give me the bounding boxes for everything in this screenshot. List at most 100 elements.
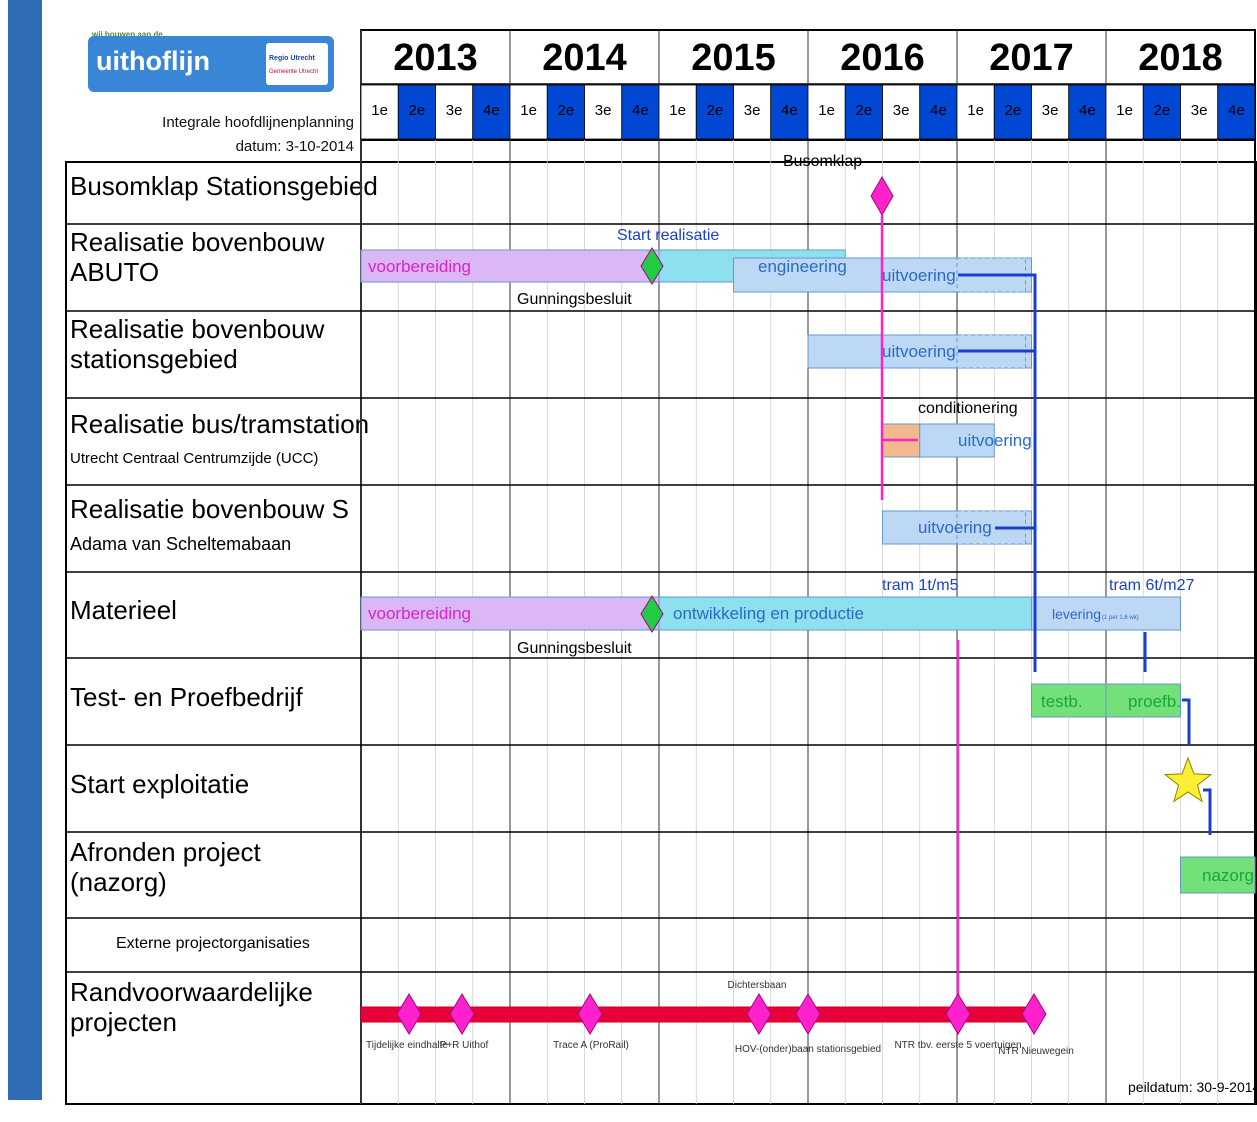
gantt-bar (1180, 856, 1256, 894)
row-label-test: Test- en Proefbedrijf (70, 682, 303, 712)
milestone-hov (795, 993, 821, 1035)
bar-label-voorbereiding: voorbereiding (368, 604, 471, 623)
milestone-label-gunningsbesluit: Gunningsbesluit (517, 640, 632, 657)
logo-name: uithoflijn (96, 46, 210, 76)
quarter-label: 4e (483, 102, 500, 119)
quarter-label: 3e (595, 102, 612, 119)
quarter-cell (546, 84, 585, 140)
label-ntr-eerste: NTR tbv. eerste 5 voertuigen (894, 1040, 1021, 1051)
milestone-label-gunningsbesluit: Gunningsbesluit (517, 291, 632, 308)
quarter-label: 2e (1005, 102, 1022, 119)
connector-abuto (958, 273, 1037, 672)
gantt-bar (1105, 683, 1181, 718)
quarter-cell (1068, 84, 1107, 140)
milestone-ntr-nieuwegein (1021, 993, 1047, 1035)
row-label-exploitatie: Start exploitatie (70, 769, 250, 799)
row-label-stationsgebied: Realisatie bovenbouw stationsgebied (70, 314, 325, 374)
quarter-cell (882, 84, 921, 140)
grid-frame (65, 161, 1257, 1105)
bar-label-proefb: proefb. (1128, 692, 1181, 711)
quarter-cell (435, 84, 474, 140)
bar-label-uitvoering: uitvoering (958, 431, 1032, 450)
milestone-gunningsbesluit (640, 595, 664, 633)
quarter-cell (993, 84, 1032, 140)
quarter-label: 1e (967, 102, 984, 119)
partner-gemeente: Gemeente Utrecht (269, 69, 319, 75)
sidebar-bar (8, 0, 42, 1100)
bar-label-uitvoering: uitvoering (882, 266, 956, 285)
label-tijdelijke-eindhalte: Tijdelijke eindhalte (366, 1040, 448, 1051)
connector-proefb (1182, 698, 1191, 745)
milestone-label-conditionering: conditionering (918, 400, 1018, 417)
milestone-label-start-realisatie: Start realisatie (617, 227, 719, 244)
year-label: 2013 (393, 37, 478, 79)
quarter-cell (584, 84, 623, 140)
quarter-label: 1e (371, 102, 388, 119)
milestone-star (1163, 756, 1213, 803)
quarter-label: 4e (781, 102, 798, 119)
bar-label-uitvoering: uitvoering (882, 342, 956, 361)
date-label: datum: 3-10-2014 (235, 138, 354, 155)
partner-logos: Regio Utrecht Gemeente Utrecht (266, 43, 328, 85)
quarter-cell (658, 84, 697, 140)
milestone-dichtersbaan (746, 993, 772, 1035)
row-sublabel-tramstation: Utrecht Centraal Centrumzijde (UCC) (70, 450, 319, 467)
row-label-randvoorwaardelijk: Randvoorwaardelijke projecten (70, 977, 313, 1037)
row-sublabel-s-baan: Adama van Scheltemabaan (70, 534, 292, 554)
quarter-cell (621, 84, 660, 140)
quarter-label: 1e (818, 102, 835, 119)
logo-tagline: wij bouwen aan de (92, 30, 163, 39)
quarter-label: 1e (520, 102, 537, 119)
bar-label-levering-note: (1 per 1,6 wk) (1102, 615, 1139, 621)
quarter-label: 3e (744, 102, 761, 119)
year-label: 2017 (989, 37, 1074, 79)
label-ntr-nieuwegein: NTR Nieuwegein (998, 1046, 1074, 1057)
gantt-bar (919, 423, 995, 458)
row-label-materieel: Materieel (70, 595, 177, 625)
quarter-cell (1031, 84, 1070, 140)
row-label-externe: Externe projectorganisaties (116, 935, 310, 952)
subtitle: Integrale hoofdlijnenplanning (162, 114, 354, 131)
year-label: 2015 (691, 37, 776, 79)
quarter-cell (472, 84, 511, 140)
bar-label-ontwikkeling: ontwikkeling en productie (673, 604, 864, 623)
bar-label-testb: testb. (1041, 692, 1083, 711)
milestone-label-tram-1-5: tram 1t/m5 (882, 577, 959, 594)
quarter-cell (770, 84, 809, 140)
quarter-label: 1e (669, 102, 686, 119)
quarter-cell (1217, 84, 1256, 140)
row-label-nazorg: Afronden project (nazorg) (70, 837, 261, 897)
gantt-bar (1031, 683, 1107, 718)
gantt-bar (1031, 596, 1181, 631)
milestone-label-busomklap: Busomklap (783, 153, 862, 170)
year-label: 2014 (542, 37, 627, 79)
quarter-label: 3e (1191, 102, 1208, 119)
bar-label-nazorg: nazorg (1202, 866, 1254, 885)
quarter-label: 2e (707, 102, 724, 119)
quarter-label: 4e (1228, 102, 1245, 119)
bar-label-levering: levering (1052, 606, 1101, 622)
year-label: 2016 (840, 37, 925, 79)
row-label-busomklap: Busomklap Stationsgebied (70, 171, 378, 201)
quarter-cell (360, 84, 399, 140)
quarter-label: 1e (1116, 102, 1133, 119)
milestone-start-realisatie (640, 247, 664, 285)
quarter-cell (509, 84, 548, 140)
quarter-label: 2e (856, 102, 873, 119)
label-hov: HOV-(onder)baan stationsgebied (735, 1044, 881, 1055)
bar-label-uitvoering: uitvoering (918, 518, 992, 537)
bar-label-engineering: engineering (758, 257, 847, 276)
gantt-bar (360, 249, 660, 283)
row-label-s-baan: Realisatie bovenbouw S (70, 494, 349, 524)
milestone-label-tram-6-27: tram 6t/m27 (1109, 577, 1194, 594)
quarter-label: 4e (632, 102, 649, 119)
milestone-pr-uithof (449, 993, 475, 1035)
quarter-label: 2e (558, 102, 575, 119)
quarter-cell (695, 84, 734, 140)
logo: uithoflijn Regio Utrecht Gemeente Utrech… (88, 36, 334, 92)
milestone-tijdelijke-eindhalte (396, 993, 422, 1035)
milestone-busomklap (870, 176, 894, 216)
gantt-bar (360, 596, 660, 631)
quarter-label: 4e (1079, 102, 1096, 119)
